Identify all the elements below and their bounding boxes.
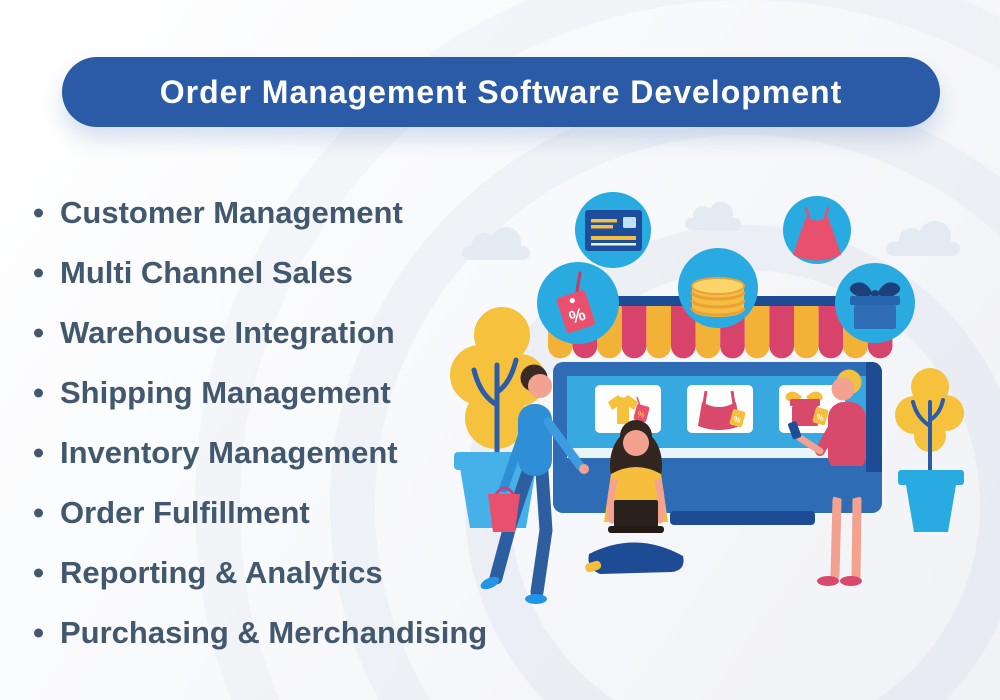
dress-icon xyxy=(783,196,851,264)
woman-sitting-with-laptop xyxy=(585,420,684,574)
tree-in-pot-icon xyxy=(895,368,964,532)
product-card-tshirt: % xyxy=(595,385,661,433)
price-tag-label: % xyxy=(636,409,645,420)
man-standing-with-phone xyxy=(788,369,866,586)
price-tag-label: % xyxy=(732,414,741,425)
product-card-tanktop: % xyxy=(687,385,753,433)
feature-item: Order Fulfillment xyxy=(26,483,487,543)
price-tag-label: % xyxy=(815,412,824,423)
feature-item: Customer Management xyxy=(26,183,487,243)
credit-card-icon xyxy=(575,192,651,268)
cloud-icon xyxy=(462,202,960,260)
feature-item: Reporting & Analytics xyxy=(26,543,487,603)
gift-box-icon xyxy=(835,263,915,343)
feature-item: Shipping Management xyxy=(26,363,487,423)
feature-list: Customer Management Multi Channel Sales … xyxy=(26,183,487,663)
feature-item: Warehouse Integration xyxy=(26,303,487,363)
man-walking-with-bag xyxy=(480,364,589,604)
feature-item: Multi Channel Sales xyxy=(26,243,487,303)
coins-icon xyxy=(678,248,758,328)
page-title: Order Management Software Development xyxy=(159,73,843,110)
feature-item: Purchasing & Merchandising xyxy=(26,603,487,663)
storefront-illustration: % % % xyxy=(450,192,964,604)
discount-percent-label: % xyxy=(567,304,588,328)
title-banner: Order Management Software Development xyxy=(62,57,940,127)
discount-tag-icon: % xyxy=(537,262,619,344)
feature-item: Inventory Management xyxy=(26,423,487,483)
